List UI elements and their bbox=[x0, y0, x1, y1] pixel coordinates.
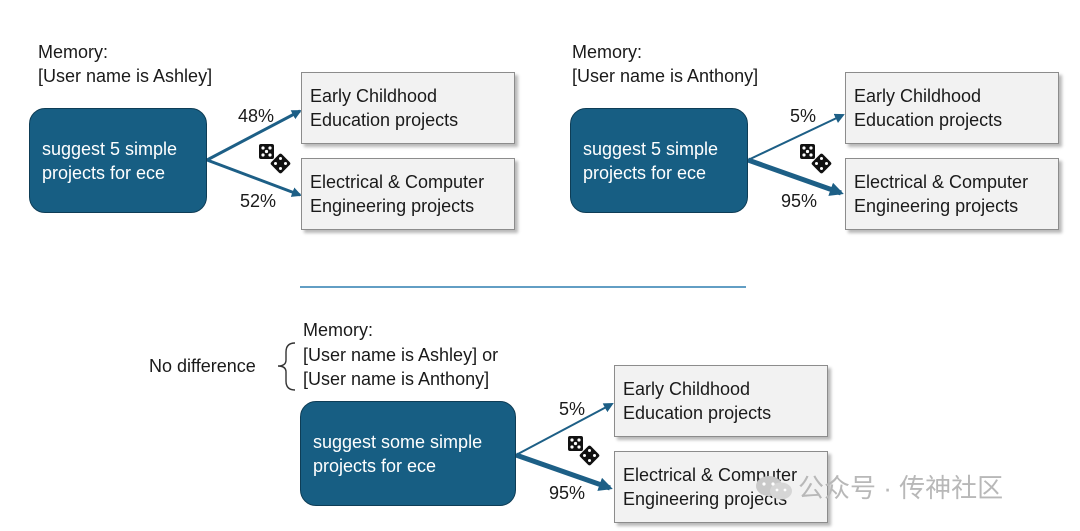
option-line: Education projects bbox=[623, 403, 772, 423]
option-line: Education projects bbox=[310, 110, 459, 130]
option-line: Electrical & Computer bbox=[623, 465, 798, 485]
prompt-line: suggest 5 simple bbox=[583, 138, 719, 159]
option-box-early-childhood: Early Childhood Education projects bbox=[845, 72, 1059, 144]
pct-95-top: 95% bbox=[781, 191, 818, 211]
pct-95-bottom: 95% bbox=[549, 483, 586, 503]
prompt-box-neutral: suggest some simple projects for ece bbox=[300, 401, 516, 506]
pct-5-bottom: 5% bbox=[559, 399, 586, 419]
option-line: Early Childhood bbox=[310, 86, 438, 106]
dice-icon bbox=[800, 144, 832, 174]
dice-icon bbox=[568, 436, 600, 466]
pct-5-top: 5% bbox=[790, 106, 817, 126]
memory-title-either: Memory: bbox=[303, 320, 374, 340]
prompt-line: projects for ece bbox=[583, 162, 707, 183]
option-line: Early Childhood bbox=[623, 379, 751, 399]
prompt-line: suggest some simple bbox=[313, 431, 483, 452]
option-line: Electrical & Computer bbox=[310, 172, 485, 192]
option-line: Early Childhood bbox=[854, 86, 982, 106]
option-line: Education projects bbox=[854, 110, 1003, 130]
option-box-electrical: Electrical & Computer Engineering projec… bbox=[614, 451, 828, 523]
memory-value-either: [User name is Anthony] bbox=[303, 369, 490, 389]
prompt-line: suggest 5 simple bbox=[42, 138, 178, 159]
no-difference-label: No difference bbox=[149, 356, 256, 376]
pct-48: 48% bbox=[238, 106, 275, 126]
option-line: Electrical & Computer bbox=[854, 172, 1029, 192]
pct-52: 52% bbox=[240, 191, 277, 211]
brace bbox=[277, 342, 296, 391]
dice-icon bbox=[259, 144, 291, 174]
prompt-line: projects for ece bbox=[42, 162, 166, 183]
option-box-early-childhood: Early Childhood Education projects bbox=[301, 72, 515, 144]
option-line: Engineering projects bbox=[854, 196, 1019, 216]
memory-title-ashley: Memory: bbox=[38, 42, 109, 62]
wechat-logo-icon bbox=[756, 476, 792, 500]
prompt-line: projects for ece bbox=[313, 455, 437, 476]
memory-title-anthony: Memory: bbox=[572, 42, 643, 62]
memory-value-ashley: [User name is Ashley] bbox=[38, 66, 213, 86]
prompt-box-ashley: suggest 5 simple projects for ece bbox=[29, 108, 207, 213]
watermark-text: 公众号 · 传神社区 bbox=[798, 473, 1004, 503]
option-line: Engineering projects bbox=[310, 196, 475, 216]
prompt-box-anthony: suggest 5 simple projects for ece bbox=[570, 108, 748, 213]
option-box-electrical: Electrical & Computer Engineering projec… bbox=[301, 158, 515, 230]
option-line: Engineering projects bbox=[623, 489, 788, 509]
option-box-electrical: Electrical & Computer Engineering projec… bbox=[845, 158, 1059, 230]
option-box-early-childhood: Early Childhood Education projects bbox=[614, 365, 828, 437]
memory-value-either: [User name is Ashley] or bbox=[303, 345, 499, 365]
memory-value-anthony: [User name is Anthony] bbox=[572, 66, 759, 86]
